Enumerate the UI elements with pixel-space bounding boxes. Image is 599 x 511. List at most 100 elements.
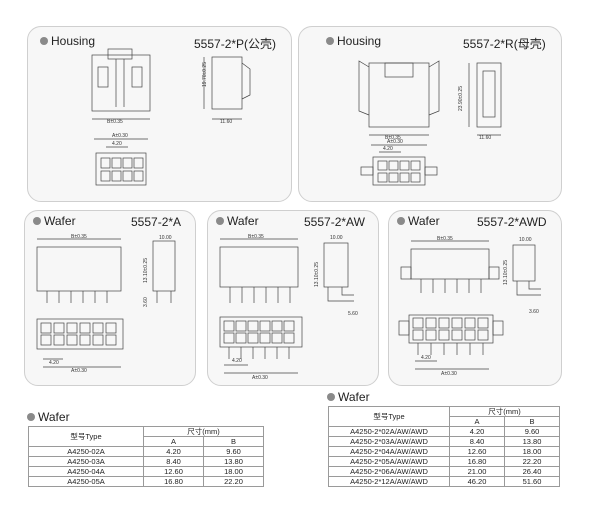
dim-p: 4.20	[383, 146, 393, 152]
dim-b: B±0.35	[385, 135, 401, 141]
dim-h: 19.70±0.25	[202, 62, 208, 87]
wafer-aw-title-text: Wafer	[227, 214, 259, 228]
cell-a: 12.60	[449, 446, 505, 457]
cell-b: 51.60	[504, 476, 560, 487]
col-a-header: A	[449, 416, 505, 427]
wafer-a-drawing: B±0.35 13.10±0.25 10.00 3.60 4.20 A±0.30	[36, 234, 176, 374]
dim-p: 4.20	[232, 358, 242, 364]
cell-type: A4250-2*02A/AW/AWD	[328, 426, 450, 437]
dim-a: A±0.30	[71, 368, 87, 374]
cell-b: 9.60	[504, 426, 560, 437]
dim-d: 11.60	[479, 135, 491, 141]
bullet-icon	[27, 413, 35, 421]
cell-type: A4250-2*06A/AW/AWD	[328, 466, 450, 477]
housing-r-code: 5557-2*R(母壳)	[463, 37, 546, 51]
dim-h: 13.10±0.25	[314, 262, 320, 287]
bullet-icon	[33, 217, 41, 225]
wafer-awd-title-text: Wafer	[408, 214, 440, 228]
dim-a: A±0.30	[441, 371, 457, 377]
cell-a: 16.80	[143, 476, 204, 487]
wafer-a-panel: Wafer 5557-2*A B±0.35 13.10±0.25 10.00 3…	[24, 210, 196, 386]
cell-type: A4250-2*03A/AW/AWD	[328, 436, 450, 447]
dim-p: 4.20	[49, 360, 59, 366]
cell-type: A4250-05A	[28, 476, 144, 487]
wafer-aw-code: 5557-2*AW	[304, 215, 365, 229]
cell-b: 9.60	[203, 446, 264, 457]
cell-b: 13.80	[203, 456, 264, 467]
cell-a: 16.80	[449, 456, 505, 467]
housing-r-title: Housing	[326, 34, 381, 48]
dim-d: 10.00	[330, 235, 343, 241]
dim-h: 13.10±0.25	[503, 260, 509, 285]
housing-p-title-text: Housing	[51, 34, 96, 48]
housing-r-drawing: B±0.35 23.90±0.25 11.60 A±0.30 4.20	[358, 60, 502, 186]
cell-type: A4250-2*12A/AW/AWD	[328, 476, 450, 487]
cell-type: A4250-03A	[28, 456, 144, 467]
dim-l: 3.60	[143, 297, 149, 307]
wafer-a-title-text: Wafer	[44, 214, 76, 228]
dim-l: 5.60	[348, 311, 358, 317]
housing-p-code: 5557-2*P(公壳)	[194, 37, 277, 51]
cell-a: 8.40	[143, 456, 204, 467]
cell-type: A4250-2*05A/AW/AWD	[328, 456, 450, 467]
wafer-awd-code: 5557-2*AWD	[477, 215, 547, 229]
cell-b: 26.40	[504, 466, 560, 477]
housing-r-panel: Housing 5557-2*R(母壳) B±0.35 23.90±0.25 1…	[298, 26, 562, 202]
bullet-icon	[216, 217, 224, 225]
dim-b: B±0.35	[71, 234, 87, 240]
col-type-header: 型号Type	[328, 406, 450, 427]
left-table-title: Wafer	[27, 410, 70, 424]
col-size-header: 尺寸(mm)	[143, 426, 264, 437]
dim-b: B±0.35	[248, 234, 264, 240]
right-table-title-text: Wafer	[338, 390, 370, 404]
cell-a: 4.20	[449, 426, 505, 437]
cell-type: A4250-2*04A/AW/AWD	[328, 446, 450, 457]
bullet-icon	[40, 37, 48, 45]
dim-d: 11.60	[220, 119, 232, 125]
wafer-aw-panel: Wafer 5557-2*AW B±0.35 13.10±0.25 10.00 …	[207, 210, 379, 386]
dim-h: 23.90±0.25	[458, 86, 464, 111]
cell-type: A4250-04A	[28, 466, 144, 477]
cell-type: A4250-02A	[28, 446, 144, 457]
wafer-awd-drawing: B±0.35 13.10±0.25 10.00 3.60 4.20 A±0.30	[398, 236, 541, 377]
dim-l: 3.60	[529, 309, 539, 315]
cell-a: 8.40	[449, 436, 505, 447]
col-b-header: B	[504, 416, 560, 427]
dim-h: 13.10±0.25	[143, 258, 149, 283]
col-type-header: 型号Type	[28, 426, 144, 447]
cell-a: 46.20	[449, 476, 505, 487]
housing-p-title: Housing	[40, 34, 95, 48]
housing-p-panel: Housing 5557-2*P(公壳) B±0.35 19.70±0.25 1…	[27, 26, 292, 202]
dim-a: A±0.30	[252, 375, 268, 381]
dim-d: 10.00	[519, 237, 532, 243]
left-table-title-text: Wafer	[38, 410, 70, 424]
bullet-icon	[327, 393, 335, 401]
dim-a: A±0.30	[112, 133, 128, 139]
dim-p: 4.20	[421, 355, 431, 361]
right-table-title: Wafer	[327, 390, 370, 404]
dim-d: 10.00	[159, 235, 172, 241]
col-size-header: 尺寸(mm)	[449, 406, 560, 417]
cell-a: 21.00	[449, 466, 505, 477]
cell-b: 18.00	[504, 446, 560, 457]
housing-r-title-text: Housing	[337, 34, 382, 48]
wafer-a-code: 5557-2*A	[131, 215, 182, 229]
col-a-header: A	[143, 436, 204, 447]
cell-b: 22.20	[203, 476, 264, 487]
cell-a: 4.20	[143, 446, 204, 457]
wafer-a-title: Wafer	[33, 214, 76, 228]
dim-b: B±0.35	[437, 236, 453, 242]
cell-b: 18.00	[203, 466, 264, 477]
